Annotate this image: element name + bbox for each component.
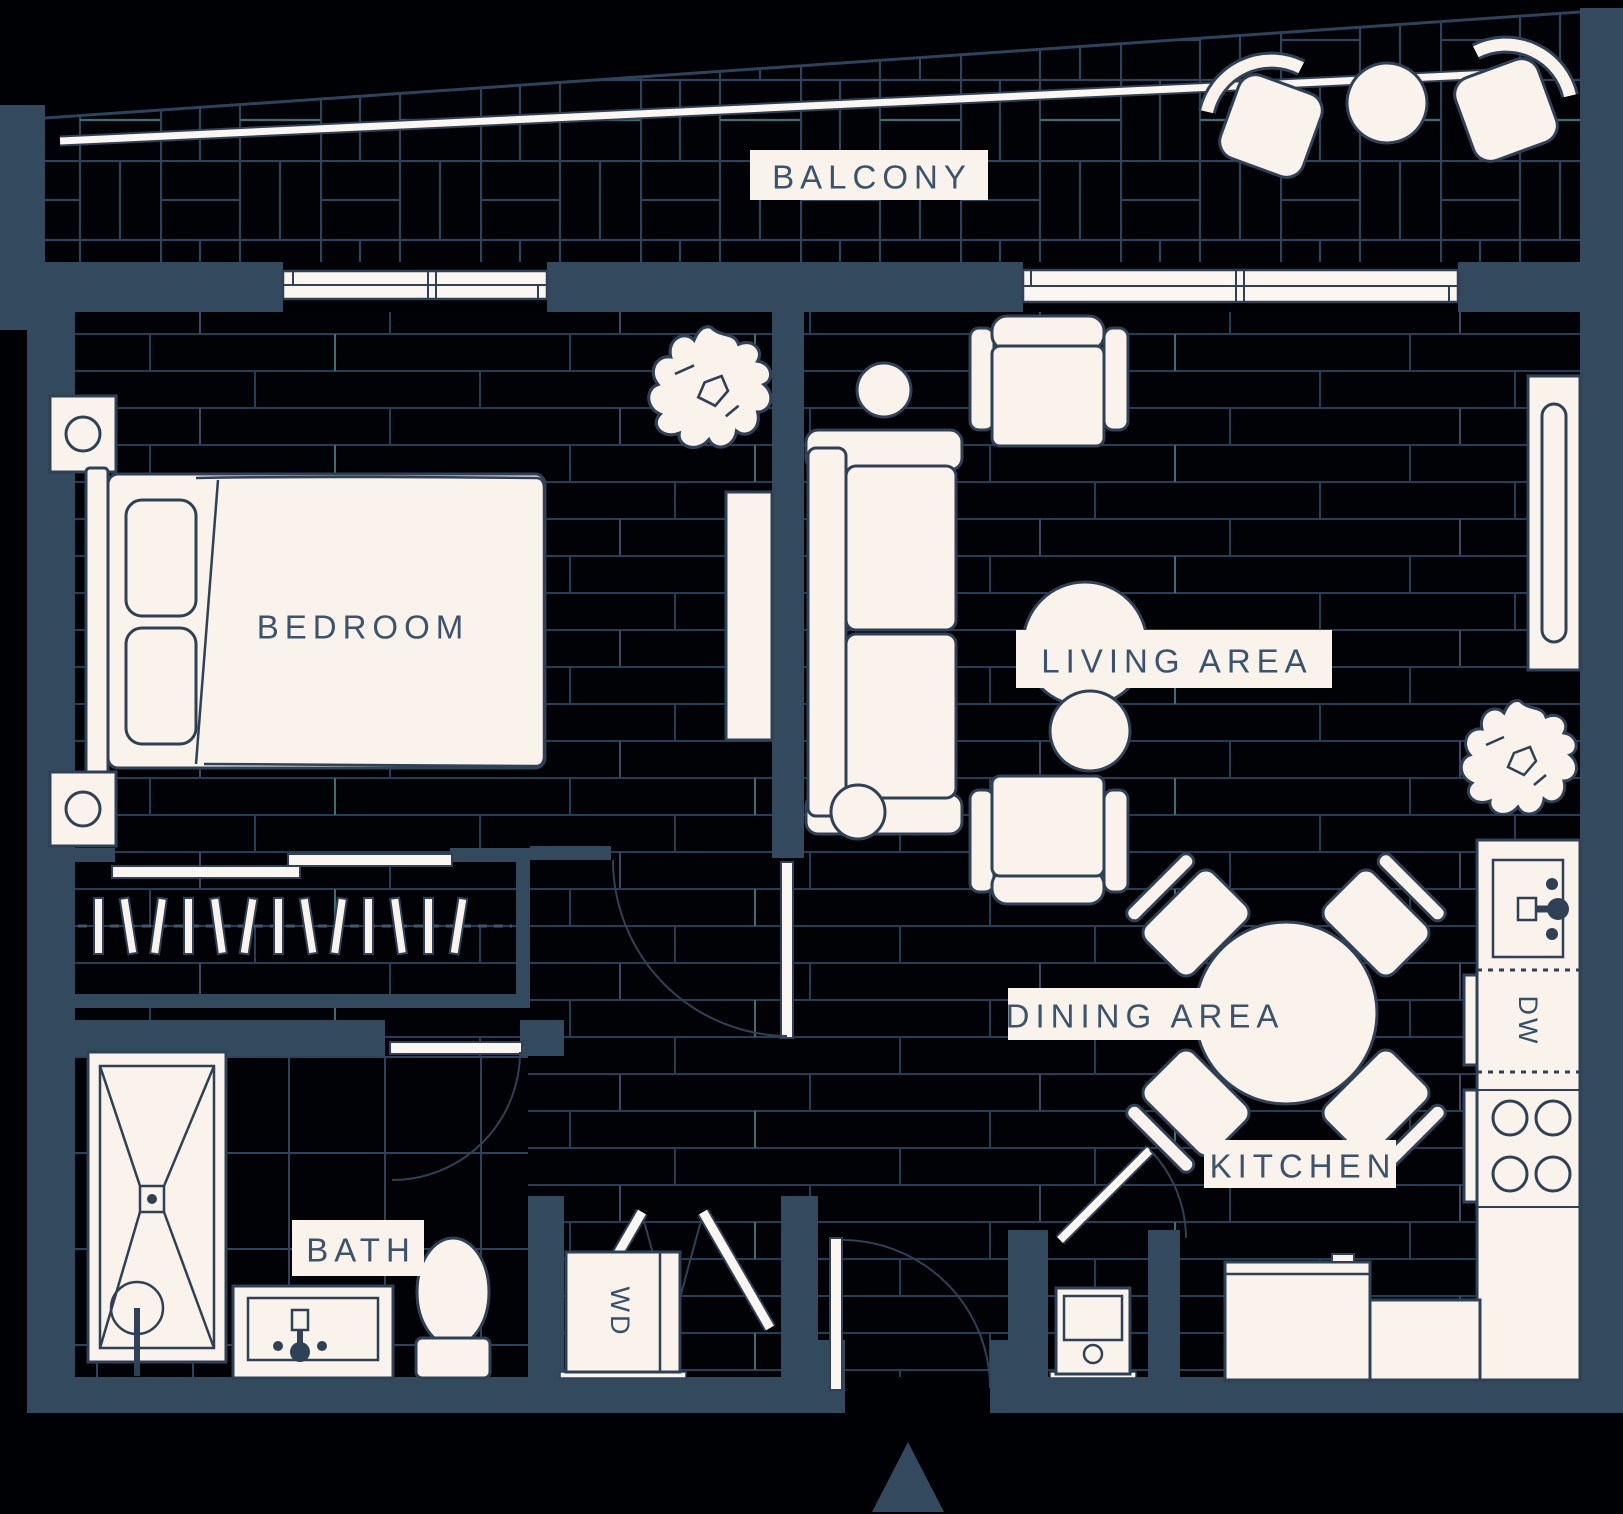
wall-bath-top: [27, 1020, 385, 1056]
room-labels: BALCONY BEDROOM LIVING AREA DINING AREA …: [240, 150, 1396, 1276]
svg-text:DINING AREA: DINING AREA: [1006, 998, 1285, 1035]
bed-pillow: [124, 498, 198, 618]
kitchen-label: KITCHEN: [1204, 1140, 1396, 1188]
vanity-sink: [231, 1284, 395, 1380]
wall-wd-right: [781, 1196, 818, 1377]
alcove-door: [1055, 1145, 1187, 1245]
closet-hangers: [93, 896, 469, 956]
svg-text:BATH: BATH: [306, 1232, 416, 1269]
closet-sliding-door: [111, 865, 301, 879]
coffee-table-small: [1048, 689, 1132, 773]
closet-walls: [60, 848, 530, 1008]
shower: [86, 1050, 228, 1376]
svg-text:LIVING AREA: LIVING AREA: [1041, 643, 1312, 680]
washer-dryer: [559, 1250, 687, 1379]
dishwasher: DW: [1477, 968, 1580, 1074]
refrigerator: [1223, 1253, 1372, 1382]
dishwasher-label: DW: [1513, 996, 1543, 1047]
washer-dryer-label: WD: [605, 1287, 635, 1338]
armchair-top: [968, 314, 1130, 448]
utility-unit: [1049, 1286, 1137, 1379]
armchair-bottom: [968, 774, 1130, 906]
side-table-top: [855, 361, 913, 419]
svg-text:BALCONY: BALCONY: [772, 159, 972, 196]
closet: [78, 853, 512, 956]
bedroom-door: [612, 859, 794, 1039]
balcony-label: BALCONY: [750, 150, 988, 200]
bed-headboard: [84, 466, 110, 776]
nightstand-bottom: [48, 770, 118, 848]
balcony-floor: [44, 10, 1581, 262]
toilet: [414, 1236, 492, 1380]
bedroom-label: BEDROOM: [240, 600, 480, 650]
windows: [281, 268, 1460, 304]
side-table-bottom: [829, 783, 887, 841]
dining-area-label: DINING AREA: [1006, 988, 1285, 1040]
wall-bottom-left: [27, 1377, 845, 1413]
kitchen-sink: [1491, 858, 1569, 959]
bedroom-dresser: [724, 490, 774, 742]
wall-bottom-right: [990, 1377, 1623, 1413]
bath-label: BATH: [292, 1220, 424, 1276]
living-sliding-door: [1021, 268, 1460, 304]
closet-sliding-door: [287, 853, 453, 867]
stove: [1491, 1099, 1572, 1193]
entry-door: [829, 1237, 991, 1391]
nightstand-top: [48, 394, 118, 474]
svg-text:KITCHEN: KITCHEN: [1210, 1148, 1397, 1185]
living-area-label: LIVING AREA: [1016, 630, 1332, 688]
bed-pillow: [124, 626, 198, 746]
bath-door: [389, 1041, 523, 1181]
balcony-round-table: [1345, 61, 1429, 145]
svg-text:BEDROOM: BEDROOM: [257, 609, 470, 646]
entry-arrow: [872, 1442, 944, 1512]
wall-right: [1580, 8, 1623, 1413]
wall-alcove-right: [1148, 1230, 1180, 1377]
tv-console: [1526, 374, 1582, 672]
bedroom-window: [281, 269, 549, 301]
wall-bedroom-divider: [772, 312, 804, 858]
walls: [0, 8, 1623, 1413]
wall-wd-left: [528, 1196, 564, 1377]
